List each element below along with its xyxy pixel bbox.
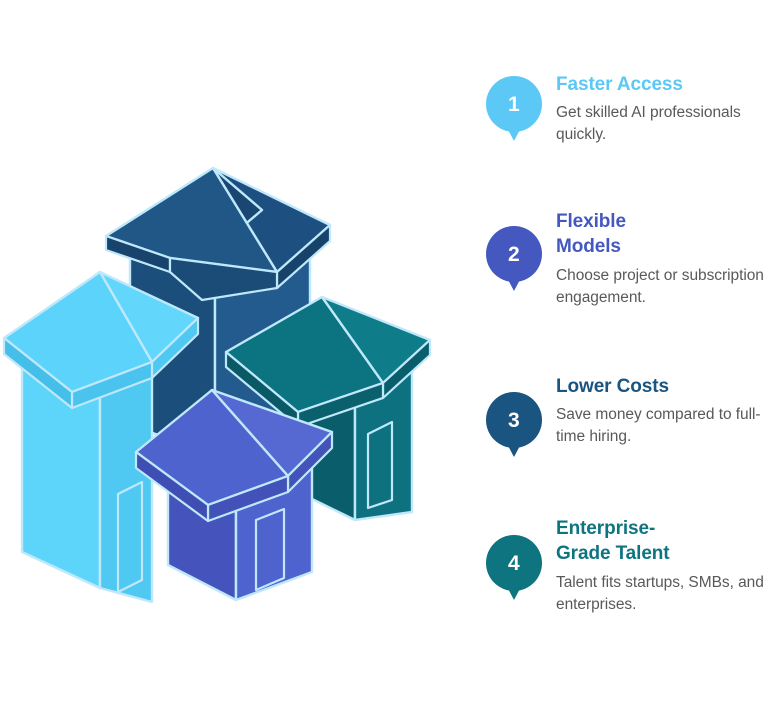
benefit-text-2: Flexible Models Choose project or subscr… [544,209,768,309]
house-cyan-roof-ridge [99,271,153,363]
house-teal-door [366,420,394,510]
benefit-item-flexible-models[interactable]: 2 Flexible Models Choose project or subs… [486,209,768,309]
map-pin-icon-2: 2 [486,226,542,282]
benefit-description-3: Save money compared to full-time hiring. [556,406,761,446]
houses-svg [2,166,432,604]
house-cyan [2,270,200,604]
pin-number-4: 4 [508,551,520,575]
benefit-title-4: Enterprise-Grade Talent [556,518,670,565]
benefit-text-4: Enterprise-Grade Talent Talent fits star… [544,516,768,616]
benefit-title-2: Flexible Models [556,211,626,258]
benefit-item-faster-access[interactable]: 1 Faster Access Get skilled AI professio… [486,72,768,146]
benefit-description-2: Choose project or subscription engagemen… [556,266,764,306]
benefit-title-3: Lower Costs [556,376,669,397]
house-indigo [134,388,334,602]
map-pin-icon-1: 1 [486,76,542,132]
house-indigo-roof-ridge [211,389,289,477]
map-pin-icon-3: 3 [486,392,542,448]
pin-number-2: 2 [508,242,520,266]
benefit-item-lower-costs[interactable]: 3 Lower Costs Save money compared to ful… [486,374,768,448]
pin-wrap-3: 3 [486,374,544,448]
house-cyan-roof-fascia-left [2,336,74,410]
benefit-item-enterprise-grade-talent[interactable]: 4 Enterprise-Grade Talent Talent fits st… [486,516,768,616]
benefit-text-1: Faster Access Get skilled AI professiona… [544,72,768,146]
house-navy-roof-wing [168,256,279,302]
house-indigo-roof-fascia-left [134,450,210,523]
isometric-houses-illustration [2,166,432,604]
benefit-text-3: Lower Costs Save money compared to full-… [544,374,768,448]
benefit-description-1: Get skilled AI professionals quickly. [556,104,741,144]
house-navy-roof-ridge [212,167,278,273]
benefit-title-1: Faster Access [556,74,683,95]
benefits-list: 1 Faster Access Get skilled AI professio… [486,0,768,723]
house-teal-roof-ridge [321,296,384,384]
house-indigo-door [254,507,286,592]
pin-wrap-2: 2 [486,209,544,282]
benefit-description-4: Talent fits startups, SMBs, and enterpri… [556,573,764,613]
pin-number-3: 3 [508,408,520,432]
pin-wrap-4: 4 [486,516,544,591]
house-cyan-door [116,480,144,594]
pin-number-1: 1 [508,92,520,116]
map-pin-icon-4: 4 [486,535,542,591]
pin-wrap-1: 1 [486,72,544,132]
house-teal [224,295,432,522]
